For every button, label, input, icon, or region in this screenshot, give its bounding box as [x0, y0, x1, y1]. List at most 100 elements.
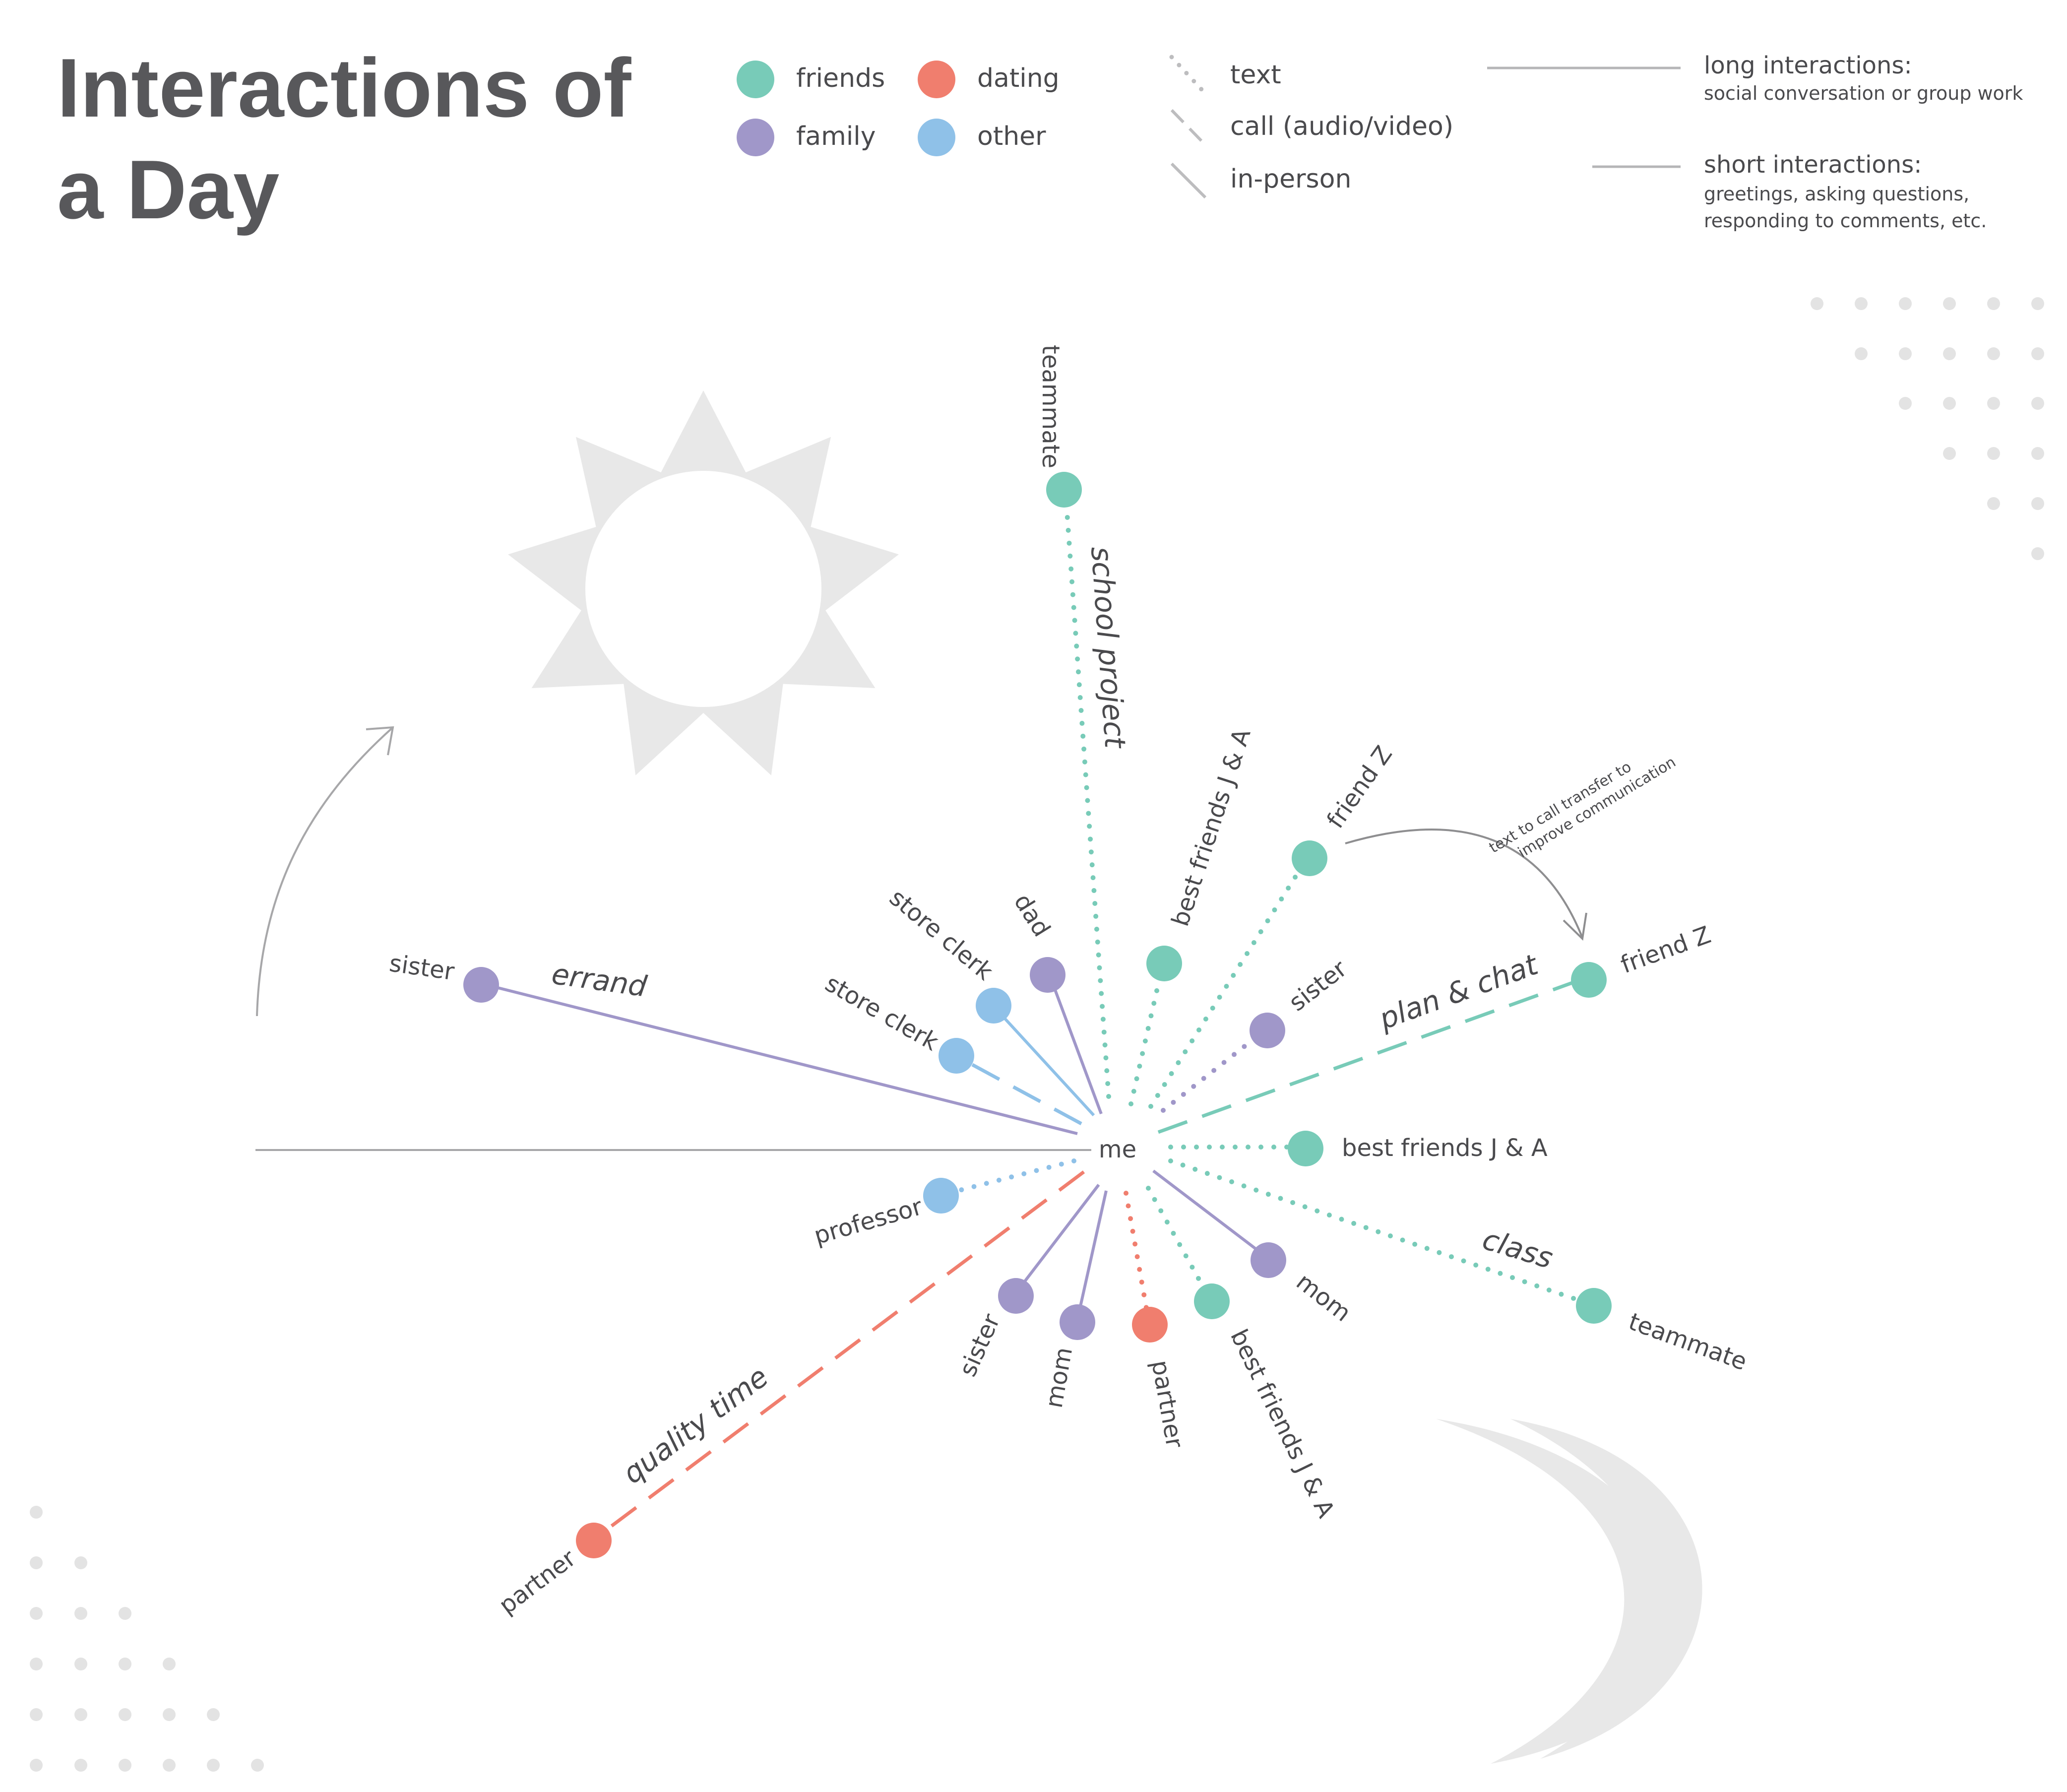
- line-friend-z-call: [1157, 975, 1588, 1134]
- node-dad[interactable]: [1030, 957, 1065, 993]
- node-sister-upper-right[interactable]: [1250, 1013, 1285, 1048]
- node-friend-z-right[interactable]: [1571, 962, 1607, 998]
- legend-short-title: short interactions:: [1704, 151, 1922, 179]
- legend-line-text: [1169, 55, 1204, 92]
- line-store-clerk-inperson: [991, 1003, 1095, 1117]
- legend-long-title: long interactions:: [1704, 52, 1912, 79]
- decor-dot: [1855, 297, 1868, 310]
- legend-label-call: call (audio/video): [1230, 112, 1453, 141]
- decor-dot: [30, 1556, 43, 1569]
- decor-dot: [1899, 397, 1912, 410]
- decor-dot: [74, 1607, 87, 1620]
- decor-dot: [74, 1759, 87, 1772]
- node-mom-lower[interactable]: [1060, 1304, 1095, 1340]
- line-sister-errand: [480, 982, 1078, 1135]
- decor-dot: [30, 1607, 43, 1620]
- node-store-clerk-upper[interactable]: [976, 988, 1011, 1024]
- decor-dot: [1987, 297, 2000, 310]
- decor-dot: [1987, 497, 2000, 510]
- label-mom-lower: mom: [1040, 1345, 1078, 1410]
- line-dad: [1048, 973, 1103, 1115]
- node-teammate-right[interactable]: [1576, 1288, 1612, 1324]
- activity-class: class: [1479, 1222, 1557, 1275]
- legend-label-other: other: [977, 122, 1046, 151]
- decor-dot: [1855, 347, 1868, 360]
- line-store-clerk-call: [954, 1053, 1082, 1126]
- decor-dot: [119, 1658, 131, 1670]
- legend-short-desc-line-2: responding to comments, etc.: [1704, 210, 1987, 232]
- decor-dot: [1899, 297, 1912, 310]
- line-partner-text: [1124, 1191, 1151, 1325]
- label-teammate-top: teammate: [1037, 345, 1065, 468]
- decor-dot: [251, 1759, 264, 1772]
- time-arrow-icon: [256, 726, 394, 1017]
- label-friend-z-right: friend Z: [1617, 921, 1714, 979]
- decor-dot: [30, 1759, 43, 1772]
- legend-short-desc-line-1: greetings, asking questions,: [1704, 183, 1969, 205]
- node-partner-lower[interactable]: [1132, 1307, 1168, 1343]
- person-nodes: [463, 472, 1612, 1558]
- node-partner-left[interactable]: [576, 1523, 612, 1558]
- node-best-friends-lower[interactable]: [1194, 1283, 1230, 1319]
- node-best-friends-right[interactable]: [1288, 1131, 1323, 1166]
- decor-dot: [2031, 347, 2044, 360]
- decor-dot: [1899, 347, 1912, 360]
- label-teammate-right: teammate: [1625, 1308, 1751, 1376]
- label-sister-left: sister: [387, 949, 456, 986]
- decor-dot: [1987, 447, 2000, 460]
- legend-swatch-other: [918, 119, 955, 156]
- title-line-2: a Day: [57, 143, 279, 236]
- decor-dot: [163, 1708, 176, 1721]
- decor-dot: [1987, 347, 2000, 360]
- line-friend-z-text: [1148, 856, 1310, 1109]
- interaction-lines: [480, 489, 1595, 1540]
- decor-dot: [207, 1759, 220, 1772]
- legend-swatch-family: [737, 119, 774, 156]
- category-legend: friends dating family other: [737, 61, 1060, 156]
- node-teammate-top[interactable]: [1046, 472, 1082, 508]
- decor-dot: [74, 1708, 87, 1721]
- decor-dot: [163, 1759, 176, 1772]
- decor-dot: [1943, 347, 1956, 360]
- label-partner-lower: partner: [1146, 1358, 1189, 1450]
- legend-line-call: [1170, 109, 1206, 145]
- decor-dot: [163, 1658, 176, 1670]
- node-store-clerk-lower[interactable]: [939, 1038, 974, 1074]
- decor-dot: [30, 1658, 43, 1670]
- transfer-note: text to call transfer to improve communi…: [1486, 754, 1679, 862]
- label-store-clerk-upper: store clerk: [884, 884, 998, 986]
- node-mom-right[interactable]: [1251, 1242, 1286, 1278]
- node-best-friends-upper[interactable]: [1146, 946, 1182, 981]
- legend-label-text: text: [1230, 60, 1281, 90]
- decor-dot: [1811, 297, 1823, 310]
- line-partner-quality-time: [593, 1170, 1085, 1540]
- decor-dot: [30, 1708, 43, 1721]
- decor-dot: [2031, 397, 2044, 410]
- decor-dot: [1943, 297, 1956, 310]
- node-sister-lower[interactable]: [998, 1278, 1034, 1314]
- node-friend-z-upper[interactable]: [1292, 840, 1327, 876]
- duration-legend: long interactions: social conversation o…: [1487, 52, 2023, 232]
- transfer-note-line-2: improve communication: [1515, 754, 1679, 862]
- node-professor[interactable]: [923, 1178, 959, 1214]
- decor-dot: [30, 1506, 43, 1519]
- activity-quality-time: quality time: [617, 1360, 775, 1491]
- legend-label-in-person: in-person: [1230, 164, 1351, 194]
- legend-swatch-dating: [918, 61, 955, 98]
- label-partner-left: partner: [494, 1544, 581, 1620]
- sun-icon: [508, 390, 899, 775]
- transfer-arrow-icon: [1345, 828, 1587, 941]
- line-teammate-top: [1063, 489, 1111, 1099]
- decor-dot: [74, 1658, 87, 1670]
- label-friend-z-upper: friend Z: [1321, 741, 1398, 833]
- medium-legend: text call (audio/video) in-person: [1169, 55, 1453, 199]
- decor-dot: [207, 1708, 220, 1721]
- center-label-me: me: [1099, 1136, 1136, 1163]
- label-sister-lower: sister: [954, 1310, 1006, 1381]
- label-best-friends-upper: best friends J & A: [1166, 725, 1256, 930]
- label-sister-upper-right: sister: [1284, 955, 1352, 1017]
- node-sister-left[interactable]: [463, 967, 499, 1003]
- decor-dot: [2031, 447, 2044, 460]
- decor-dot: [74, 1556, 87, 1569]
